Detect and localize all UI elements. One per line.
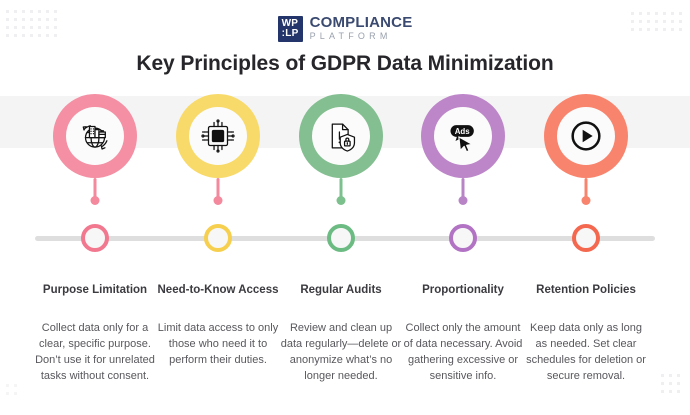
step-heading-4: Proportionality <box>422 284 504 296</box>
step-connector-5 <box>584 178 588 200</box>
step-ring-inner-1 <box>66 107 124 165</box>
brand-logo: WP :LP COMPLIANCE PLATFORM <box>0 15 690 42</box>
timeline-node-5[interactable] <box>572 224 600 252</box>
step-connector-4 <box>461 178 465 200</box>
step-heading-1: Purpose Limitation <box>42 284 148 296</box>
decorative-dot-grid-bottom-right <box>661 374 680 393</box>
timeline-node-3[interactable] <box>327 224 355 252</box>
step-ring-2 <box>176 94 260 178</box>
step-heading-2: Need-to-Know Access <box>157 284 279 296</box>
step-heading-5: Retention Policies <box>536 284 636 296</box>
brand-name: COMPLIANCE <box>309 14 413 31</box>
play-button-icon <box>571 121 601 151</box>
step-connector-3 <box>339 178 343 200</box>
microchip-icon <box>201 119 235 153</box>
step-body-1: Collect data only for a clear, specific … <box>35 322 155 382</box>
step-ring-inner-3 <box>312 107 370 165</box>
decorative-dot-grid-top-right <box>631 12 682 31</box>
step-ring-5 <box>544 94 628 178</box>
document-alert-shield-lock-icon <box>331 123 356 152</box>
step-body-4: Collect only the amount of data necessar… <box>403 322 523 382</box>
step-ring-inner-5 <box>557 107 615 165</box>
timeline-node-2[interactable] <box>204 224 232 252</box>
ads-cursor-icon: Ads <box>450 125 474 153</box>
step-connector-dot-3 <box>336 196 346 205</box>
step-icon-1 <box>53 94 137 178</box>
brand-wordmark: COMPLIANCE PLATFORM <box>310 15 413 42</box>
step-ring-inner-2 <box>189 107 247 165</box>
step-icon-4: Ads <box>421 94 505 178</box>
step-ring-4: Ads <box>421 94 505 178</box>
step-body-3: Review and clean up data regularly—delet… <box>280 322 402 382</box>
page-title: Key Principles of GDPR Data Minimization <box>136 52 554 75</box>
step-connector-1 <box>93 178 97 200</box>
brand-mark-line-1: WP <box>281 17 299 29</box>
step-connector-dot-1 <box>90 196 100 205</box>
step-ring-inner-4: Ads <box>434 107 492 165</box>
step-body-2: Limit data access to only those who need… <box>157 322 279 366</box>
step-connector-dot-5 <box>581 196 591 205</box>
step-heading-3: Regular Audits <box>300 284 382 296</box>
step-icon-2 <box>176 94 260 178</box>
timeline-node-4[interactable] <box>449 224 477 252</box>
step-ring-1 <box>53 94 137 178</box>
svg-text:Ads: Ads <box>455 127 471 136</box>
step-icon-3 <box>299 94 383 178</box>
globe-buildings-briefcase-icon <box>82 125 108 150</box>
decorative-dot-grid-bottom-left <box>6 384 17 395</box>
brand-subtitle: PLATFORM <box>309 31 392 41</box>
step-connector-dot-2 <box>213 196 223 205</box>
step-icon-5 <box>544 94 628 178</box>
step-connector-dot-4 <box>458 196 468 205</box>
decorative-dot-grid-top-left <box>6 10 57 37</box>
step-connector-2 <box>216 178 220 200</box>
brand-logo-mark: WP :LP <box>277 15 303 42</box>
brand-mark-line-2: :LP <box>281 27 299 39</box>
timeline-node-1[interactable] <box>81 224 109 252</box>
step-body-5: Keep data only as long as needed. Set cl… <box>526 322 646 382</box>
step-ring-3 <box>299 94 383 178</box>
